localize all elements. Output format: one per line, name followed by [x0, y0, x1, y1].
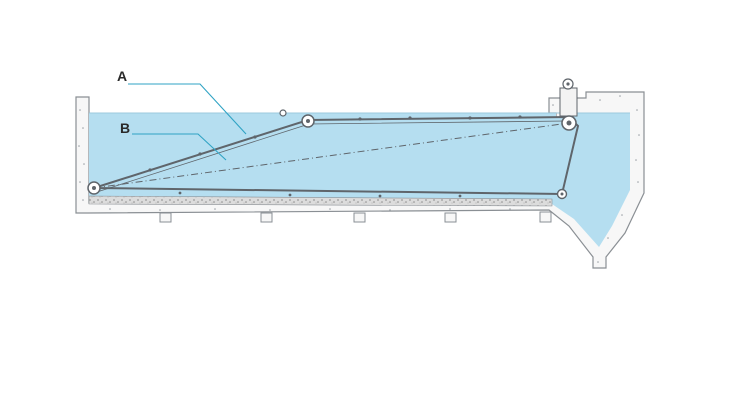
foundation-footings — [159, 211, 552, 223]
idler-sprocket — [301, 114, 315, 128]
scraper-flights — [148, 115, 522, 198]
small-upper-sprocket — [279, 109, 287, 117]
bottom-corner-sprocket — [556, 188, 568, 200]
drive-unit — [559, 78, 578, 117]
concrete-speckles — [78, 95, 640, 263]
chain-path-b — [93, 122, 570, 189]
tail-sprocket — [87, 181, 101, 195]
leader-line-b — [132, 133, 227, 161]
leader-line-a — [128, 83, 247, 135]
callout-label-a: A — [117, 68, 127, 84]
callout-label-b: B — [120, 120, 130, 136]
floor-aggregate-layer — [88, 195, 553, 207]
head-sprocket — [561, 115, 577, 131]
water-body — [89, 113, 630, 247]
